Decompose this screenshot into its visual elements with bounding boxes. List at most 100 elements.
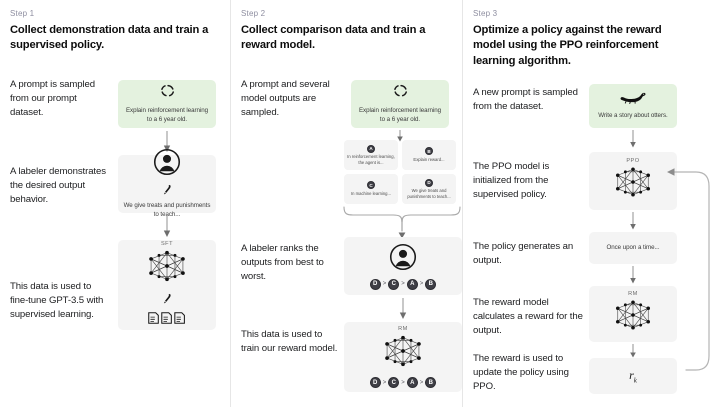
reward-formula: rk bbox=[629, 368, 637, 384]
step-3-title: Optimize a policy against the reward mod… bbox=[473, 24, 662, 67]
rank-badge-1: D bbox=[369, 278, 381, 290]
step-2-rm-ranking-row: D > C > A > B bbox=[369, 377, 437, 388]
rm-rank-badge-1: D bbox=[369, 377, 381, 388]
step-2-arrow-2 bbox=[399, 298, 407, 325]
recycle-arrows-icon bbox=[160, 83, 175, 103]
step-3-ppo-tag: PPO bbox=[626, 158, 640, 164]
step-2-title: Collect comparison data and train a rewa… bbox=[241, 24, 426, 52]
step-3-rm-card[interactable]: RM bbox=[589, 286, 677, 342]
step-1-row-1: A prompt is sampled from our prompt data… bbox=[10, 78, 110, 120]
step-3-row-3: The policy generates an output. bbox=[473, 240, 585, 268]
rank-badge-3: A bbox=[406, 278, 418, 290]
labeler-person-icon bbox=[389, 243, 417, 276]
step-3-row-5: The reward is used to update the policy … bbox=[473, 352, 585, 394]
neural-network-icon bbox=[144, 248, 190, 289]
output-card-c[interactable]: C In machine learning... bbox=[344, 174, 398, 204]
step-3-prompt-card[interactable]: Write a story about otters. bbox=[589, 84, 677, 128]
step-2-prompt-text: Explain reinforcement learning to a 6 ye… bbox=[358, 107, 442, 123]
step-1-prompt-text: Explain reinforcement learning to a 6 ye… bbox=[125, 107, 209, 123]
rm-rank-badge-4: B bbox=[425, 377, 437, 388]
rank-badge-2: C bbox=[388, 278, 400, 290]
step-3-caption-4: The reward model calculates a reward for… bbox=[473, 297, 583, 337]
rank-badge-4: B bbox=[425, 278, 437, 290]
rank-sep-1: > bbox=[382, 281, 387, 287]
step-2-row-2: A labeler ranks the outputs from best to… bbox=[241, 242, 341, 284]
step-3-prompt-text: Write a story about otters. bbox=[598, 112, 668, 119]
step-1-prompt-card[interactable]: Explain reinforcement learning to a 6 ye… bbox=[118, 80, 216, 128]
output-text-a: In reinforcement learning, the agent is.… bbox=[347, 154, 395, 165]
ppo-feedback-loop-arrow bbox=[660, 160, 716, 387]
step-3-arrow-4 bbox=[629, 344, 637, 363]
output-text-b: Explain reward... bbox=[413, 156, 445, 162]
step-2-arrow-1 bbox=[396, 129, 404, 147]
step-2-caption-3: This data is used to train our reward mo… bbox=[241, 329, 338, 355]
step-3-output-card[interactable]: Once upon a time... bbox=[589, 232, 677, 264]
step-3-caption-2: The PPO model is initialized from the su… bbox=[473, 161, 550, 201]
neural-network-icon bbox=[380, 333, 426, 374]
rm-rank-sep-2: > bbox=[401, 379, 405, 386]
step-3-row-4: The reward model calculates a reward for… bbox=[473, 296, 585, 338]
step-2-converge-brace bbox=[341, 205, 463, 245]
rm-rank-sep-1: > bbox=[382, 379, 387, 386]
step-2-caption-2: A labeler ranks the outputs from best to… bbox=[241, 243, 324, 283]
step-2-rm-tag: RM bbox=[398, 326, 408, 332]
output-badge-d: D bbox=[425, 178, 433, 187]
neural-network-icon bbox=[611, 165, 655, 204]
step-3-arrow-1 bbox=[629, 130, 637, 153]
rm-rank-sep-3: > bbox=[419, 379, 424, 386]
recycle-arrows-icon bbox=[393, 83, 408, 103]
step-3-reward-card[interactable]: rk bbox=[589, 358, 677, 394]
output-badge-c: C bbox=[367, 181, 375, 190]
otter-icon bbox=[619, 91, 647, 109]
labeler-person-icon bbox=[153, 148, 181, 181]
step-3-arrow-2 bbox=[629, 212, 637, 235]
step-2-ranking-card[interactable]: D > C > A > B bbox=[344, 237, 462, 295]
neural-network-icon bbox=[611, 298, 655, 337]
step-3-output-text: Once upon a time... bbox=[606, 243, 660, 251]
step-1-row-2: A labeler demonstrates the desired outpu… bbox=[10, 165, 110, 207]
step-1-arrow-1 bbox=[163, 131, 171, 158]
step-1-labeler-text: We give treats and punishments to teach.… bbox=[123, 202, 211, 218]
step-1-caption-1: A prompt is sampled from our prompt data… bbox=[10, 79, 96, 119]
step-2-ranking-row: D > C > A > B bbox=[369, 278, 437, 290]
step-1-sft-tag: SFT bbox=[160, 240, 174, 247]
step-1-caption-2: A labeler demonstrates the desired outpu… bbox=[10, 166, 106, 206]
step-2-outputs-grid: A In reinforcement learning, the agent i… bbox=[344, 140, 456, 204]
step-2-row-3: This data is used to train our reward mo… bbox=[241, 328, 341, 356]
output-badge-b: B bbox=[425, 147, 433, 156]
output-card-b[interactable]: B Explain reward... bbox=[402, 140, 456, 170]
step-3-row-2: The PPO model is initialized from the su… bbox=[473, 160, 585, 202]
step-1-title: Collect demonstration data and train a s… bbox=[10, 24, 209, 52]
output-card-d[interactable]: D We give treats and punishments to teac… bbox=[402, 174, 456, 204]
step-3-caption-1: A new prompt is sampled from the dataset… bbox=[473, 87, 578, 113]
pencil-icon bbox=[163, 291, 172, 309]
step-1-label: Step 1 bbox=[10, 9, 35, 18]
output-card-a[interactable]: A In reinforcement learning, the agent i… bbox=[344, 140, 398, 170]
step-2-row-1: A prompt and several model outputs are s… bbox=[241, 78, 341, 120]
step-1-sft-card[interactable]: SFT bbox=[118, 240, 216, 330]
step-2-prompt-card[interactable]: Explain reinforcement learning to a 6 ye… bbox=[351, 80, 449, 128]
rank-sep-2: > bbox=[401, 281, 405, 287]
step-1-row-3: This data is used to fine-tune GPT-3.5 w… bbox=[10, 280, 110, 322]
step-1-column: Step 1 Collect demonstration data and tr… bbox=[0, 0, 230, 407]
output-text-c: In machine learning... bbox=[350, 190, 392, 196]
reward-formula-symbol: r bbox=[629, 367, 634, 382]
rank-sep-3: > bbox=[419, 281, 424, 287]
step-3-caption-3: The policy generates an output. bbox=[473, 241, 574, 267]
step-3-rm-tag: RM bbox=[628, 291, 638, 297]
output-badge-a: A bbox=[367, 144, 375, 153]
documents-icon bbox=[147, 311, 187, 330]
rm-rank-badge-3: A bbox=[406, 377, 418, 388]
step-3-label: Step 3 bbox=[473, 9, 498, 18]
output-text-d: We give treats and punishments to teach.… bbox=[407, 188, 451, 199]
step-2-rm-card[interactable]: RM D bbox=[344, 322, 462, 392]
rm-rank-badge-2: C bbox=[388, 377, 400, 388]
step-3-caption-5: The reward is used to update the policy … bbox=[473, 353, 569, 393]
step-3-column: Step 3 Optimize a policy against the rew… bbox=[462, 0, 720, 407]
step-1-labeler-card[interactable]: We give treats and punishments to teach.… bbox=[118, 148, 216, 218]
step-3-ppo-card[interactable]: PPO bbox=[589, 152, 677, 210]
step-2-column: Step 2 Collect comparison data and train… bbox=[230, 0, 462, 407]
reward-formula-subscript: k bbox=[633, 376, 637, 385]
step-1-caption-3: This data is used to fine-tune GPT-3.5 w… bbox=[10, 281, 104, 321]
